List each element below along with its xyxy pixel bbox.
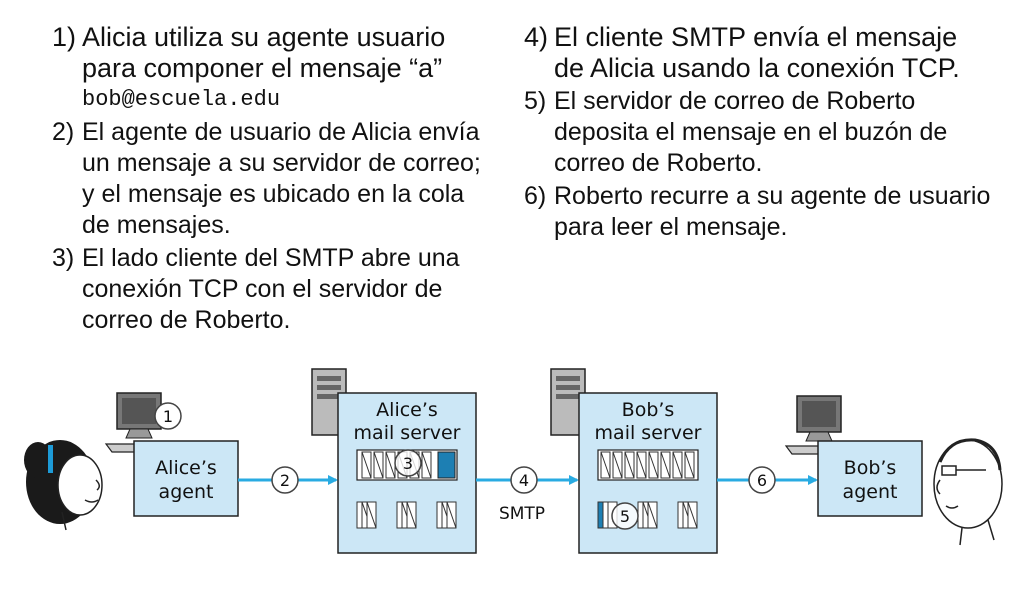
- alice-person-icon: [24, 440, 103, 531]
- step-marker-5-label: 5: [620, 507, 630, 526]
- step-text: El cliente SMTP envía el mensaje de Alic…: [554, 22, 960, 83]
- step-marker-6-label: 6: [757, 471, 767, 490]
- bob-server-label-line1: Bob’s: [622, 399, 675, 421]
- step-text: Alicia utiliza su agente usuario para co…: [82, 22, 446, 83]
- hair-tie: [48, 445, 53, 473]
- alice-agent-label-line2: agent: [159, 481, 214, 503]
- step-number: 4): [524, 22, 549, 52]
- alice-agent-label-line1: Alice’s: [155, 457, 217, 479]
- bob-server-label-line2: mail server: [595, 422, 702, 444]
- step-marker-2: [271, 466, 299, 494]
- bob-message-queue: [597, 449, 699, 481]
- step-text: El agente de usuario de Alicia envía un …: [82, 118, 481, 239]
- step-5: 5) El servidor de correo de Roberto depo…: [524, 86, 994, 179]
- step-number: 6): [524, 182, 547, 210]
- step-2: 2) El agente de usuario de Alicia envía …: [52, 117, 492, 241]
- step-marker-1: [154, 402, 182, 430]
- step-text: El lado cliente del SMTP abre una conexi…: [82, 244, 460, 334]
- step-marker-3: [394, 449, 422, 477]
- step-marker-3-label: 3: [403, 454, 413, 473]
- bob-person-icon: [933, 438, 1003, 546]
- step-marker-5: [611, 502, 639, 530]
- smtp-protocol-label: SMTP: [499, 504, 545, 524]
- alice-server-label-line1: Alice’s: [376, 399, 438, 421]
- bob-agent-box: [817, 440, 923, 517]
- alice-server-label-line2: mail server: [354, 422, 461, 444]
- step-6: 6) Roberto recurre a su agente de usuari…: [524, 181, 994, 243]
- email-address: bob@escuela.edu: [82, 87, 281, 112]
- steps-right-column: 4) El cliente SMTP envía el mensaje de A…: [524, 22, 994, 245]
- step-text: Roberto recurre a su agente de usuario p…: [554, 182, 991, 241]
- step-1: 1) Alicia utiliza su agente usuario para…: [52, 22, 492, 115]
- bob-agent-label-line2: agent: [843, 481, 898, 503]
- step-number: 5): [524, 87, 547, 115]
- bob-agent-label-line1: Bob’s: [844, 457, 897, 479]
- step-marker-4-label: 4: [519, 471, 529, 490]
- step-text: El servidor de correo de Roberto deposit…: [554, 87, 948, 177]
- steps-left-column: 1) Alicia utiliza su agente usuario para…: [52, 22, 492, 338]
- step-marker-6: [748, 466, 776, 494]
- step-marker-2-label: 2: [280, 471, 290, 490]
- step-4: 4) El cliente SMTP envía el mensaje de A…: [524, 22, 994, 84]
- alice-mailboxes: [356, 501, 457, 529]
- step-3: 3) El lado cliente del SMTP abre una con…: [52, 243, 492, 336]
- step-marker-1-label: 1: [163, 407, 173, 426]
- step-number: 3): [52, 244, 75, 272]
- step-marker-4: [510, 466, 538, 494]
- step-number: 2): [52, 118, 75, 146]
- step-number: 1): [52, 22, 77, 52]
- alice-agent-box: [133, 440, 239, 517]
